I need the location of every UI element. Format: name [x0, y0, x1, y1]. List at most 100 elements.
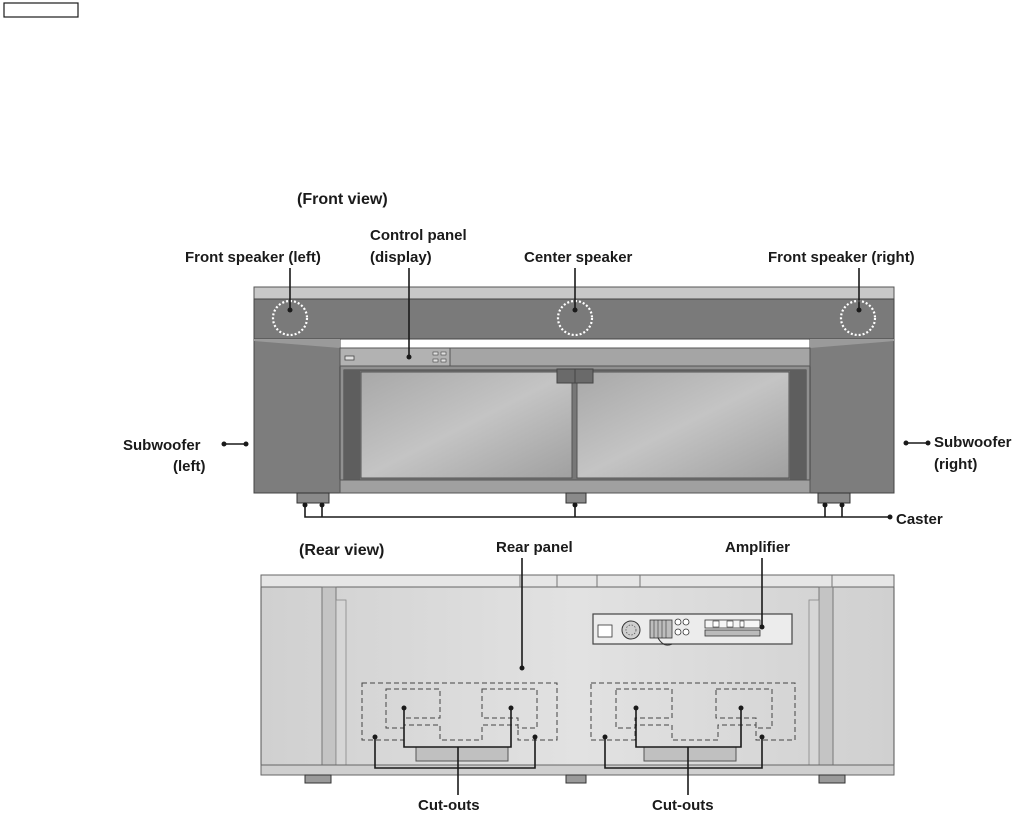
front-view-leaders	[221, 268, 931, 520]
glass-door-right	[576, 371, 790, 479]
leader-dot	[572, 307, 578, 313]
subwoofer-right-body	[809, 338, 895, 494]
leader-dot	[602, 734, 608, 740]
glass-door-left	[360, 371, 573, 479]
subwoofer-left-label: Subwoofer	[123, 437, 201, 454]
panel-button	[440, 358, 447, 363]
panel-button	[440, 351, 447, 356]
amp-switch	[726, 620, 734, 628]
leader-dot	[822, 502, 828, 508]
leader-cutouts-left-bracket	[374, 737, 536, 769]
leader-dot	[302, 502, 308, 508]
amp-connector	[704, 629, 761, 637]
amp-switch	[712, 620, 720, 628]
amp-jack	[674, 628, 682, 636]
corner-box	[3, 2, 79, 18]
rear-handle-left	[415, 746, 509, 762]
front-view-heading: (Front view)	[297, 191, 388, 208]
power-button	[344, 355, 355, 361]
caster-label: Caster	[896, 511, 943, 528]
rear-panel-body	[260, 574, 895, 776]
control-panel-display	[339, 347, 451, 367]
cutout-left-a	[385, 688, 441, 729]
rear-post-left	[321, 586, 337, 776]
subwoofer-right-label-sub: (right)	[934, 456, 977, 473]
leader-dot	[243, 441, 249, 447]
rear-post-right	[818, 586, 834, 776]
leader-dot	[759, 734, 765, 740]
leader-dot	[738, 705, 744, 711]
rear-panel-label: Rear panel	[496, 539, 573, 556]
rear-caster-right	[818, 774, 846, 784]
rear-handle-right	[643, 746, 737, 762]
leader-dot	[856, 307, 862, 313]
door-edge-right	[790, 370, 806, 480]
caster-center	[565, 492, 587, 504]
amp-jack	[682, 628, 690, 636]
amplifier-label: Amplifier	[725, 539, 790, 556]
front-speaker-left-marker	[271, 299, 309, 337]
leader-dot	[221, 441, 227, 447]
leader-dot	[532, 734, 538, 740]
caster-right	[817, 492, 851, 504]
door-edge-left	[344, 370, 360, 480]
leader-caster-main	[304, 505, 890, 518]
rear-inner-left	[335, 599, 347, 766]
leader-dot	[287, 307, 293, 313]
subwoofer-left-label-sub: (left)	[173, 458, 206, 475]
center-speaker-marker	[556, 299, 594, 337]
leader-dot	[633, 705, 639, 711]
cutouts-left-label: Cut-outs	[418, 797, 480, 814]
leader-dot	[319, 502, 325, 508]
amp-fan-icon	[621, 620, 641, 640]
leader-cutouts-right-bracket	[604, 737, 763, 769]
amp-port	[597, 624, 613, 638]
control-panel-label: Control panel	[370, 227, 467, 244]
leader-dot	[925, 440, 931, 446]
amp-jack	[674, 618, 682, 626]
amp-switch	[739, 620, 745, 628]
amp-cable	[657, 637, 673, 646]
leader-dot	[759, 624, 765, 630]
subwoofer-left-bevel	[254, 339, 340, 348]
control-panel-label-sub: (display)	[370, 249, 432, 266]
rear-view-heading: (Rear view)	[299, 542, 384, 559]
cutout-right-a	[615, 688, 673, 729]
center-speaker-label: Center speaker	[524, 249, 633, 266]
caster-left	[296, 492, 330, 504]
cutouts-right-outline	[590, 682, 796, 741]
amp-jack	[682, 618, 690, 626]
rear-base	[260, 764, 895, 776]
subwoofer-right-bevel	[810, 339, 894, 348]
cutouts-right-label: Cut-outs	[652, 797, 714, 814]
front-speaker-left-label: Front speaker (left)	[185, 249, 321, 266]
leader-dot	[572, 502, 578, 508]
rear-inner-right	[808, 599, 820, 766]
subwoofer-left-body	[253, 338, 341, 494]
leader-dot	[519, 665, 525, 671]
rear-caster-center	[565, 774, 587, 784]
speaker-band	[253, 298, 895, 340]
leader-dot	[372, 734, 378, 740]
subwoofer-right-label: Subwoofer	[934, 434, 1012, 451]
front-speaker-right-label: Front speaker (right)	[768, 249, 915, 266]
leader-dot	[508, 705, 514, 711]
amp-fan-inner	[625, 624, 637, 636]
leader-dot	[839, 502, 845, 508]
rear-view-leaders	[372, 558, 765, 795]
leader-dot	[406, 354, 412, 360]
leader-dot	[903, 440, 909, 446]
bottom-strip	[339, 479, 811, 494]
front-speaker-right-marker	[839, 299, 877, 337]
leader-dot	[401, 705, 407, 711]
cutout-left-b	[481, 688, 538, 729]
leader-dot	[887, 514, 893, 520]
panel-button	[432, 351, 439, 356]
cutout-right-b	[715, 688, 773, 729]
front-view-cabinet	[253, 286, 895, 504]
rear-view-cabinet	[260, 574, 895, 784]
panel-button	[432, 358, 439, 363]
rear-caster-left	[304, 774, 332, 784]
rear-top-edge	[260, 574, 895, 588]
